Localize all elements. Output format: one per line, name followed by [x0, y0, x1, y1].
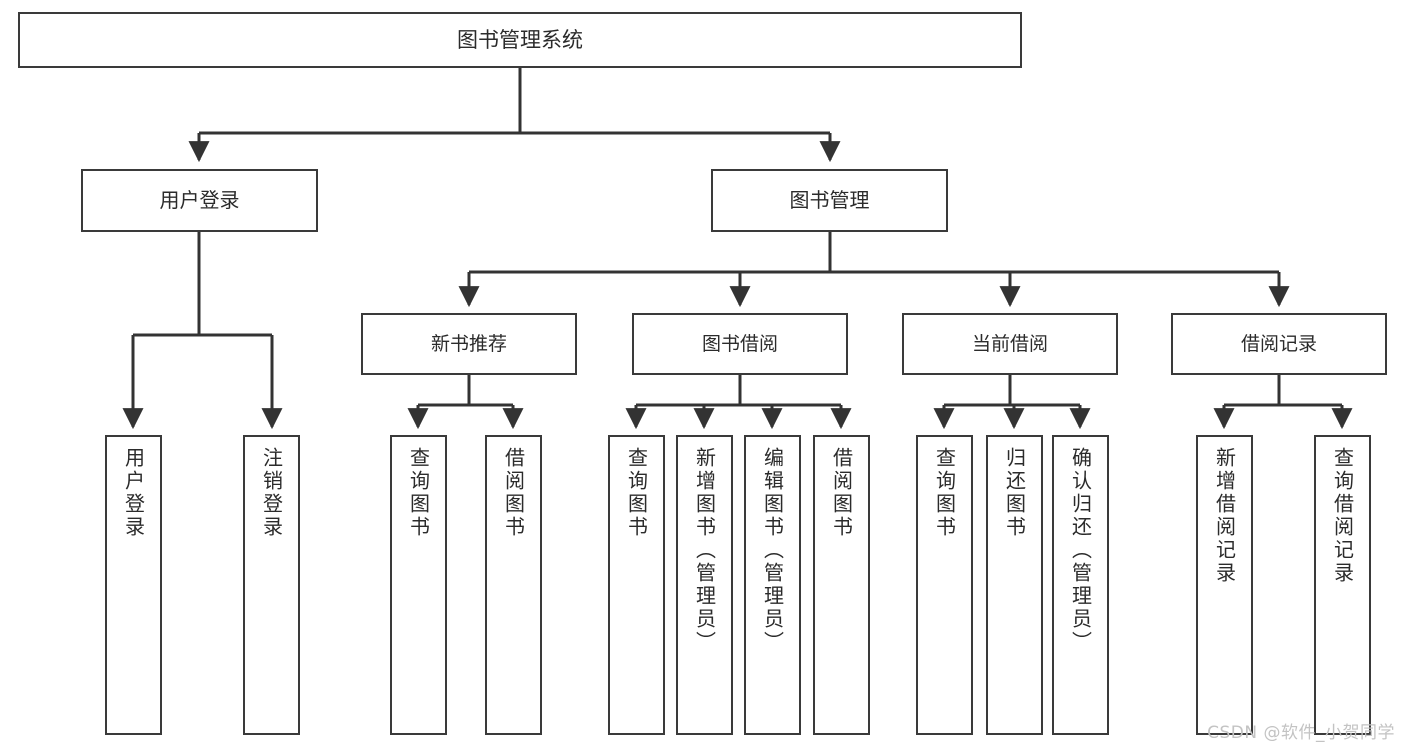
- leaf-current-return-book[interactable]: 归还图书: [986, 435, 1043, 735]
- node-label: 图书管理: [789, 187, 870, 212]
- leaf-user-login-signout[interactable]: 注销登录: [243, 435, 300, 735]
- node-label: 查询借阅记录: [1330, 447, 1355, 585]
- csdn-watermark: CSDN @软件_小贺同学: [1207, 723, 1395, 743]
- node-label: 新书推荐: [430, 332, 507, 355]
- node-label: 注销登录: [259, 447, 284, 539]
- leaf-borrow-add-book-admin[interactable]: 新增图书（管理员）: [676, 435, 733, 735]
- node-root-system[interactable]: 图书管理系统: [18, 12, 1022, 68]
- node-label: 查询图书: [406, 447, 431, 539]
- leaf-borrow-query-book[interactable]: 查询图书: [608, 435, 665, 735]
- node-label: 归还图书: [1002, 447, 1027, 539]
- node-label: 借阅图书: [829, 447, 854, 539]
- node-user-login[interactable]: 用户登录: [81, 169, 318, 232]
- node-new-book-recommend[interactable]: 新书推荐: [361, 313, 577, 375]
- node-label: 借阅图书: [501, 447, 526, 539]
- leaf-recommend-borrow-book[interactable]: 借阅图书: [485, 435, 542, 735]
- node-label: 当前借阅: [971, 332, 1048, 355]
- leaf-current-query-book[interactable]: 查询图书: [916, 435, 973, 735]
- leaf-record-query-record[interactable]: 查询借阅记录: [1314, 435, 1371, 735]
- leaf-user-login-signin[interactable]: 用户登录: [105, 435, 162, 735]
- node-current-borrow[interactable]: 当前借阅: [902, 313, 1118, 375]
- node-book-borrow[interactable]: 图书借阅: [632, 313, 848, 375]
- leaf-recommend-query-book[interactable]: 查询图书: [390, 435, 447, 735]
- node-label: 图书管理系统: [457, 27, 583, 52]
- leaf-record-add-record[interactable]: 新增借阅记录: [1196, 435, 1253, 735]
- node-label: 编辑图书（管理员）: [760, 447, 785, 654]
- node-label: 查询图书: [624, 447, 649, 539]
- leaf-current-confirm-return-admin[interactable]: 确认归还（管理员）: [1052, 435, 1109, 735]
- node-label: 确认归还（管理员）: [1068, 447, 1093, 654]
- node-book-management[interactable]: 图书管理: [711, 169, 948, 232]
- leaf-borrow-borrow-book[interactable]: 借阅图书: [813, 435, 870, 735]
- node-label: 借阅记录: [1240, 332, 1317, 355]
- node-label: 图书借阅: [701, 332, 778, 355]
- node-borrow-record[interactable]: 借阅记录: [1171, 313, 1387, 375]
- node-label: 新增借阅记录: [1212, 447, 1237, 585]
- node-label: 新增图书（管理员）: [692, 447, 717, 654]
- node-label: 用户登录: [121, 447, 146, 539]
- node-label: 用户登录: [159, 187, 240, 212]
- leaf-borrow-edit-book-admin[interactable]: 编辑图书（管理员）: [744, 435, 801, 735]
- node-label: 查询图书: [932, 447, 957, 539]
